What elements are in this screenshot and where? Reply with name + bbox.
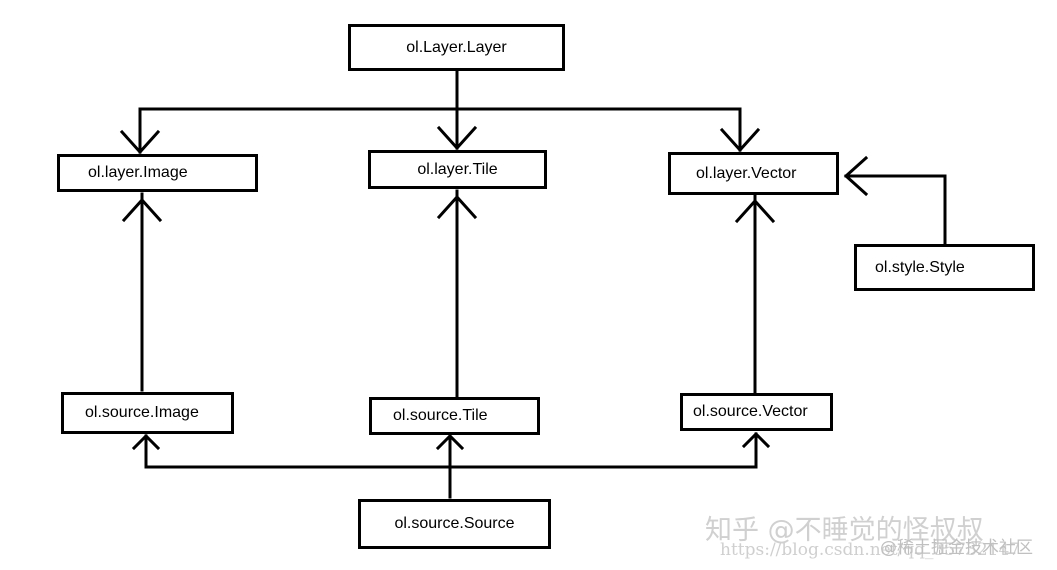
arrowhead-left-layer-vector xyxy=(843,155,869,197)
node-ol-layer-tile: ol.layer.Tile xyxy=(368,150,547,189)
node-ol-source-vector-label: ol.source.Vector xyxy=(693,403,808,420)
node-ol-source-tile: ol.source.Tile xyxy=(369,397,540,435)
node-ol-layer-vector: ol.layer.Vector xyxy=(668,152,839,195)
node-ol-source-source-label: ol.source.Source xyxy=(394,515,515,532)
node-ol-layer-layer: ol.Layer.Layer xyxy=(348,24,565,71)
node-ol-layer-layer-label: ol.Layer.Layer xyxy=(406,38,507,56)
node-ol-source-image: ol.source.Image xyxy=(61,392,234,434)
arrowhead-source-tile xyxy=(435,433,465,451)
arrowhead-up-layer-tile xyxy=(436,194,478,220)
watermark-zhihu: 知乎 @不睡觉的怪叔叔 xyxy=(705,515,984,546)
node-ol-layer-image: ol.layer.Image xyxy=(57,154,258,192)
node-ol-style-style-label: ol.style.Style xyxy=(875,258,965,276)
node-ol-layer-tile-label: ol.layer.Tile xyxy=(417,160,498,178)
node-ol-source-tile-label: ol.source.Tile xyxy=(393,407,488,424)
node-ol-layer-vector-label: ol.layer.Vector xyxy=(696,164,797,182)
node-ol-source-vector: ol.source.Vector xyxy=(680,393,833,431)
node-ol-source-image-label: ol.source.Image xyxy=(85,404,199,421)
watermark-url: https://blog.csdn.net/qq_35732147 xyxy=(720,540,1021,560)
node-ol-source-source: ol.source.Source xyxy=(358,499,551,549)
node-ol-layer-image-label: ol.layer.Image xyxy=(88,164,188,181)
arrowhead-source-vector xyxy=(741,431,771,449)
arrowhead-up-layer-vector xyxy=(734,198,776,224)
arrowhead-layer-tile xyxy=(436,125,478,151)
node-ol-style-style: ol.style.Style xyxy=(854,244,1035,291)
watermark-community: @稀土掘金技术社区 xyxy=(880,538,1033,558)
arrowhead-layer-vector xyxy=(719,127,761,153)
arrowhead-source-image xyxy=(131,433,161,451)
arrowhead-up-layer-image xyxy=(121,197,163,223)
arrowhead-layer-image xyxy=(119,129,161,155)
